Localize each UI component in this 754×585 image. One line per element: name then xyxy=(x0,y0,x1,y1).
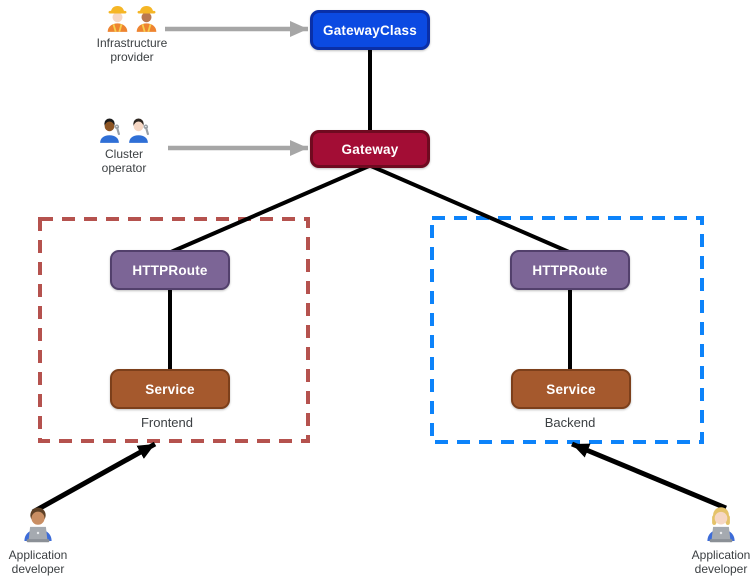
application-developer-label: Application developer xyxy=(8,548,68,577)
edge-gateway-frontend-httproute xyxy=(170,164,370,254)
persona-cluster-operator: Cluster operator xyxy=(78,115,170,175)
construction-worker-icon xyxy=(136,6,157,33)
cluster-operator-label: Cluster operator xyxy=(101,147,147,176)
node-frontend-service: Service xyxy=(110,369,230,409)
arrow-developer-frontend xyxy=(31,441,157,515)
cluster-operator-icons xyxy=(97,115,151,144)
technologist-icon xyxy=(707,507,735,543)
persona-application-developer-backend: Application developer xyxy=(688,505,754,576)
node-gatewayclass: GatewayClass xyxy=(310,10,430,50)
construction-worker-icon xyxy=(107,6,128,33)
node-backend-httproute: HTTPRoute xyxy=(510,250,630,290)
frontend-group-box xyxy=(38,217,310,443)
edge-gateway-backend-httproute xyxy=(370,164,570,254)
application-developer-label: Application developer xyxy=(691,548,751,577)
mechanic-icon xyxy=(129,118,149,143)
node-backend-service: Service xyxy=(511,369,631,409)
node-frontend-httproute: HTTPRoute xyxy=(110,250,230,290)
technologist-icon xyxy=(24,507,52,543)
infrastructure-provider-icons xyxy=(105,4,159,33)
persona-application-developer-frontend: Application developer xyxy=(2,505,74,576)
infrastructure-provider-label: Infrastructure provider xyxy=(96,36,168,65)
persona-infrastructure-provider: Infrastructure provider xyxy=(84,4,180,64)
arrow-developer-backend xyxy=(571,441,727,511)
mechanic-icon xyxy=(100,118,120,143)
backend-group-label: Backend xyxy=(544,415,596,430)
frontend-group-label: Frontend xyxy=(140,415,194,430)
node-gateway: Gateway xyxy=(310,130,430,168)
backend-group-box xyxy=(430,216,704,444)
